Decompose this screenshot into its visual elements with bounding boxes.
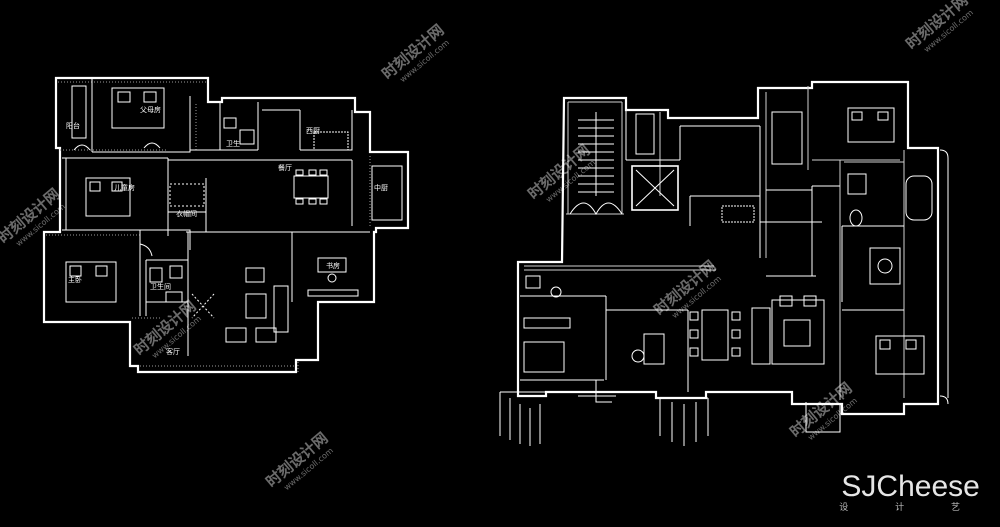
right-floor-plan: [499, 80, 949, 446]
coffee-table-right: [783, 319, 811, 347]
bed-kids-room: [85, 177, 131, 217]
left-plan-partitions: [62, 78, 370, 356]
stairwell: [578, 112, 614, 196]
left-plan-outer-wall: [42, 76, 410, 374]
right-plan-partitions: [520, 110, 904, 392]
dining-table: [293, 175, 329, 199]
label-master-bedroom: 主卧: [68, 275, 82, 284]
living-sofa: [273, 285, 289, 333]
label-dining: 餐厅: [278, 163, 292, 172]
label-balcony: 阳台: [66, 121, 80, 130]
label-chinese-kitchen: 中厨: [374, 183, 388, 192]
study-desk: [317, 257, 347, 273]
left-floor-plan: 阳台 父母房 卫生 西厨 餐厅 中厨 儿童房 衣帽间 主卧 卫生间 书房 客厅: [42, 76, 410, 374]
label-closet: 衣帽间: [176, 209, 197, 218]
left-plan-wall-hatch: [46, 81, 371, 372]
label-living-room: 客厅: [166, 347, 180, 356]
dressing-island: [869, 247, 901, 285]
brand-tagline: 设 计 艺: [839, 503, 982, 513]
bed-master-bedroom: [65, 261, 117, 303]
elevator-shaft: [631, 165, 679, 211]
right-plan-outer-wall: [516, 80, 940, 416]
bed-right-lower: [875, 335, 925, 375]
bed-right-small: [523, 341, 565, 373]
kitchen-counter: [313, 131, 349, 151]
bathtub: [905, 175, 933, 221]
brand-name: SJCheese: [841, 470, 980, 503]
exterior-railing: [499, 149, 949, 446]
dining-table-right: [701, 309, 729, 361]
bed-right-upper: [847, 107, 895, 143]
living-sofa-right: [751, 307, 771, 365]
label-kitchen: 西厨: [306, 127, 320, 135]
label-master-bath: 卫生间: [150, 282, 171, 291]
right-plan-inner-wall: [524, 86, 905, 400]
bed-parents-room: [111, 87, 165, 129]
label-kids-room: 儿童房: [114, 183, 135, 192]
label-bath-1: 卫生: [226, 139, 240, 148]
coffee-table: [245, 293, 267, 319]
brand-logo: SJCheese 设 计 艺: [839, 470, 982, 513]
label-study: 书房: [326, 261, 340, 270]
label-parents-room: 父母房: [140, 105, 161, 114]
